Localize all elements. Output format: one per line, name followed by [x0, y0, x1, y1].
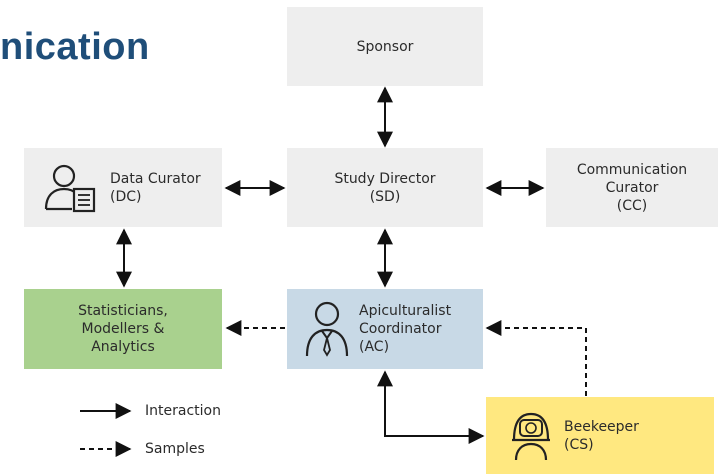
study-director-label: Study Director [334, 170, 436, 187]
communication-curator-label-1: Communication [576, 161, 688, 178]
sponsor-node: Sponsor [287, 7, 483, 86]
sponsor-label: Sponsor [356, 38, 414, 55]
legend-interaction-label: Interaction [145, 403, 221, 419]
study-director-abbrev: (SD) [369, 188, 401, 205]
person-document-icon [44, 164, 96, 212]
person-tie-icon [305, 301, 349, 357]
data-curator-node: Data Curator (DC) [24, 148, 222, 227]
apiculturalist-coordinator-node: Apiculturalist Coordinator (AC) [287, 289, 483, 369]
legend-samples-label: Samples [145, 441, 205, 457]
apiculturalist-abbrev: (AC) [359, 339, 390, 355]
beekeeper-ac-samples [485, 320, 587, 396]
statisticians-node: Statisticians, Modellers & Analytics [24, 289, 222, 369]
beekeeper-abbrev: (CS) [564, 436, 594, 453]
data-curator-abbrev: (DC) [110, 188, 142, 205]
ac-beekeeper-connector [377, 370, 485, 444]
study-director-node: Study Director (SD) [287, 148, 483, 227]
data-curator-label: Data Curator [110, 170, 201, 187]
statisticians-label-3: Analytics [91, 339, 155, 355]
apiculturalist-label-2: Coordinator [359, 321, 442, 337]
beekeeper-label: Beekeeper [564, 418, 639, 435]
statisticians-label-2: Modellers & [81, 321, 165, 337]
apiculturalist-label-1: Apiculturalist [359, 303, 452, 319]
beekeeper-icon [512, 412, 550, 460]
communication-curator-label-2: Curator [605, 179, 659, 196]
statisticians-label-1: Statisticians, [78, 303, 168, 319]
page-title: nication [0, 26, 150, 68]
communication-curator-abbrev: (CC) [616, 197, 648, 214]
beekeeper-node: Beekeeper (CS) [486, 397, 714, 474]
communication-curator-node: Communication Curator (CC) [546, 148, 718, 227]
